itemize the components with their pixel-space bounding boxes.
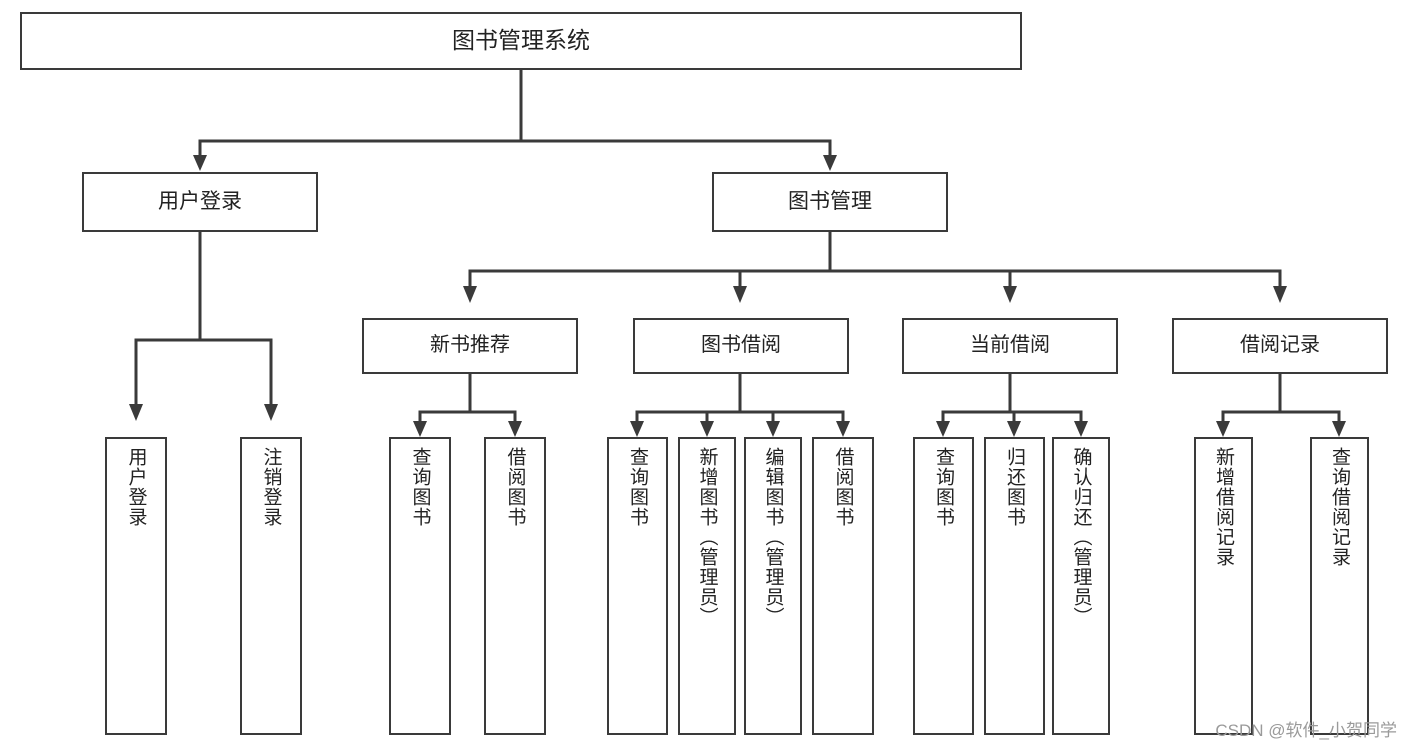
watermark-text: CSDN @软件_小贺同学 [1215,721,1397,740]
node-leaf-borrow-book-recommend[interactable]: 借阅图书 [484,437,546,735]
node-label: 注销登录 [260,447,282,527]
node-label: 查询借阅记录 [1329,447,1350,567]
node-user-login[interactable]: 用户登录 [82,172,318,232]
node-label: 借阅图书 [832,447,854,527]
node-leaf-query-borrow-record[interactable]: 查询借阅记录 [1310,437,1369,735]
node-leaf-add-book-admin[interactable]: 新增图书（管理员） [678,437,736,735]
node-leaf-logout[interactable]: 注销登录 [240,437,302,735]
node-label: 归还图书 [1004,447,1025,527]
node-label: 新书推荐 [430,334,510,357]
node-label: 当前借阅 [970,334,1050,357]
node-label: 新增图书（管理员） [696,447,718,627]
node-leaf-query-book-recommend[interactable]: 查询图书 [389,437,451,735]
node-current-borrow[interactable]: 当前借阅 [902,318,1118,374]
node-book-borrow[interactable]: 图书借阅 [633,318,849,374]
node-label: 编辑图书（管理员） [762,447,784,627]
node-label: 图书管理 [788,189,872,213]
node-label: 图书管理系统 [452,27,590,54]
node-label: 新增借阅记录 [1213,447,1234,567]
node-root-system[interactable]: 图书管理系统 [20,12,1022,70]
node-label: 查询图书 [409,447,431,527]
node-leaf-query-book-current[interactable]: 查询图书 [913,437,974,735]
node-leaf-confirm-return-admin[interactable]: 确认归还（管理员） [1052,437,1110,735]
node-leaf-edit-book-admin[interactable]: 编辑图书（管理员） [744,437,802,735]
node-leaf-return-book[interactable]: 归还图书 [984,437,1045,735]
node-new-book-recommend[interactable]: 新书推荐 [362,318,578,374]
node-book-manage[interactable]: 图书管理 [712,172,948,232]
node-borrow-record[interactable]: 借阅记录 [1172,318,1388,374]
node-label: 查询图书 [627,447,648,527]
node-label: 图书借阅 [701,334,781,357]
node-label: 用户登录 [125,447,147,527]
node-label: 借阅图书 [504,447,526,527]
node-label: 确认归还（管理员） [1070,447,1092,627]
node-label: 查询图书 [933,447,954,527]
node-leaf-borrow-book[interactable]: 借阅图书 [812,437,874,735]
node-leaf-user-login[interactable]: 用户登录 [105,437,167,735]
node-label: 用户登录 [158,189,242,213]
node-leaf-query-book-borrow[interactable]: 查询图书 [607,437,668,735]
node-leaf-add-borrow-record[interactable]: 新增借阅记录 [1194,437,1253,735]
node-label: 借阅记录 [1240,334,1320,357]
